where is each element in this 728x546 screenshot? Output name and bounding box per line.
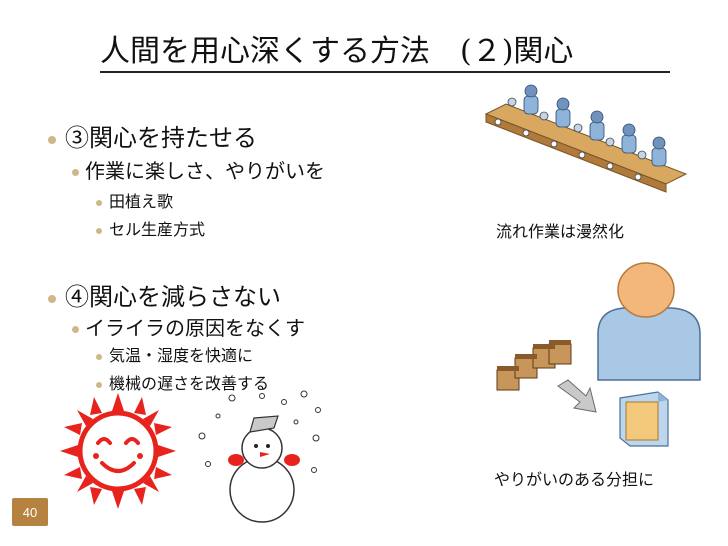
sub-bullet-3: 作業に楽しさ、やりがいを (72, 155, 325, 184)
subsub-bullet-3b-text: セル生産方式 (109, 220, 206, 239)
worker-caption: やりがいのある分担に (494, 470, 655, 489)
bullet-dot-icon (96, 199, 102, 206)
bullet-dot-icon (72, 326, 79, 333)
assembly-line-caption: 流れ作業は漫然化 (496, 222, 625, 241)
arrow-icon (557, 379, 597, 413)
subsub-bullet-3b: セル生産方式 (96, 216, 205, 240)
subsub-bullet-4a: 気温・湿度を快適に (96, 342, 253, 366)
bullet-dot-icon (96, 381, 102, 388)
sun-face-illustration (60, 393, 176, 509)
subsub-bullet-3a: 田植え歌 (96, 188, 173, 212)
slide-title: 人間を用心深くする方法 (２)関心 (100, 34, 574, 69)
sub-bullet-4-text: イライラの原因をなくす (85, 316, 305, 340)
bullet-item-4-text: ④関心を減らさない (65, 283, 281, 311)
sub-bullet-4: イライラの原因をなくす (72, 312, 305, 341)
package-icon (619, 391, 669, 447)
bullet-dot-icon (48, 294, 56, 303)
title-underline (100, 71, 670, 73)
bullet-dot-icon (96, 227, 102, 234)
bullet-dot-icon (48, 135, 56, 144)
bullet-item-3-text: ③関心を持たせる (65, 124, 257, 152)
sub-bullet-3-text: 作業に楽しさ、やりがいを (85, 159, 325, 183)
page-number-badge: 40 (12, 498, 48, 526)
assembly-line-illustration (484, 84, 688, 193)
bullet-item-3: ③関心を持たせる (48, 118, 257, 153)
snowman-illustration (198, 390, 321, 523)
subsub-bullet-4b-text: 機械の遅さを改善する (109, 374, 270, 393)
subsub-bullet-4a-text: 気温・湿度を快適に (109, 346, 254, 365)
bullet-item-4: ④関心を減らさない (48, 277, 281, 312)
bullet-dot-icon (96, 353, 102, 360)
subsub-bullet-4b: 機械の遅さを改善する (96, 370, 269, 394)
bullet-dot-icon (72, 169, 79, 176)
worker-figure (523, 84, 667, 167)
worker-illustration (597, 262, 701, 381)
boxes-icon (496, 340, 572, 391)
subsub-bullet-3a-text: 田植え歌 (109, 192, 174, 211)
